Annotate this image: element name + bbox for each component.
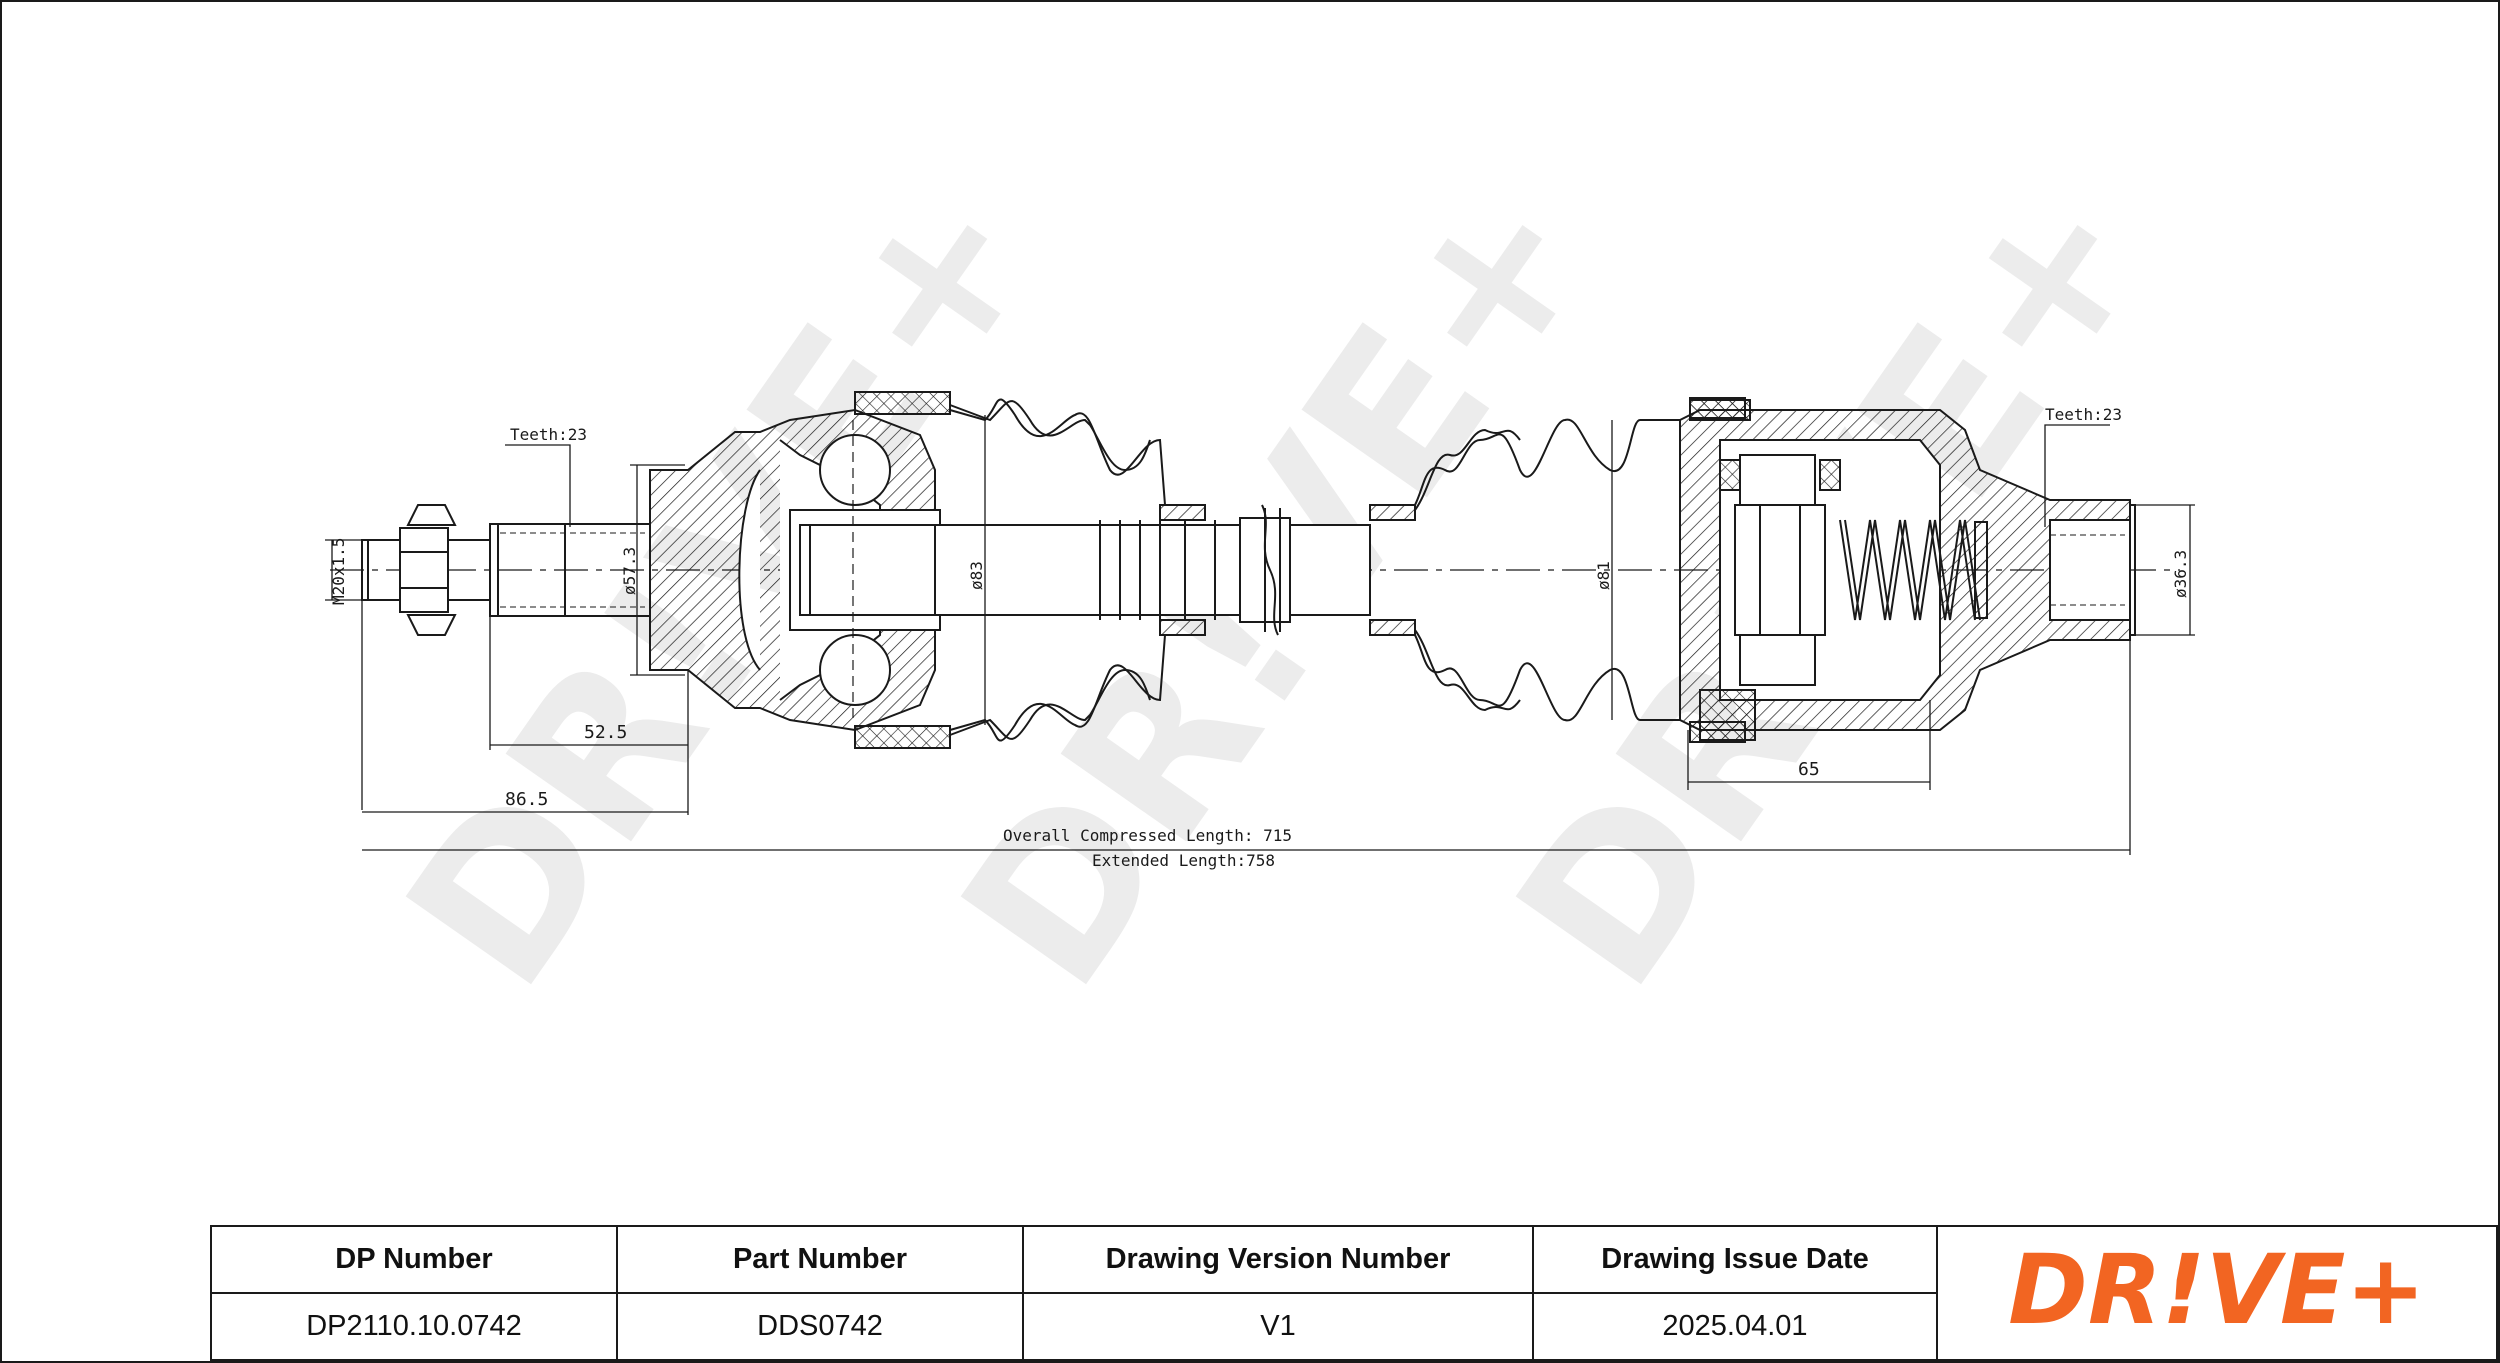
issue-date-value: 2025.04.01	[1662, 1310, 1808, 1342]
inner-clamp-top	[1689, 399, 1751, 421]
issue-date-column: Drawing Issue Date 2025.04.01	[1534, 1227, 1938, 1359]
drawing-version-column: Drawing Version Number V1	[1024, 1227, 1534, 1359]
spring	[1839, 519, 1976, 621]
inner-boot-top	[1369, 418, 1680, 520]
dia-57-label: ø57.3	[620, 547, 639, 595]
part-number-header: Part Number	[618, 1227, 1022, 1294]
overall-compressed-label: Overall Compressed Length: 715	[1003, 826, 1292, 845]
part-number-column: Part Number DDS0742	[618, 1227, 1024, 1359]
dimensions	[325, 415, 2195, 855]
axle-shaft	[934, 524, 1241, 616]
outer-boot-bottom	[949, 620, 1206, 742]
cv-ball-top	[819, 434, 891, 506]
logo-text: DR!VE+	[2008, 1243, 2426, 1343]
tripod-spider	[1734, 504, 1826, 636]
drawing-version-header: Drawing Version Number	[1024, 1227, 1532, 1294]
dp-number-column: DP Number DP2110.10.0742	[212, 1227, 618, 1359]
dimension-labels: Teeth:23 Teeth:23 M20x1.5 ø57.3 ø83 ø81 …	[329, 405, 2190, 870]
drive-logo-icon: DR!VE+	[2008, 1243, 2426, 1343]
teeth-label-right: Teeth:23	[2045, 405, 2122, 424]
dp-number-header: DP Number	[212, 1227, 616, 1294]
hex-nut	[399, 527, 449, 613]
thread-label: M20x1.5	[329, 538, 348, 605]
outer-clamp-top	[854, 391, 951, 415]
dia-83-label: ø83	[967, 561, 986, 590]
issue-date-header: Drawing Issue Date	[1534, 1227, 1936, 1294]
title-block: DP Number DP2110.10.0742 Part Number DDS…	[210, 1225, 2498, 1361]
dia-81-label: ø81	[1594, 561, 1613, 590]
extended-length-label: Extended Length:758	[1092, 851, 1275, 870]
shaft-break-mark	[1261, 504, 1279, 636]
outer-clamp-bottom	[854, 725, 951, 749]
teeth-label-left: Teeth:23	[510, 425, 587, 444]
cv-inner-race	[799, 524, 936, 616]
dim-65-label: 65	[1798, 759, 1820, 780]
dim-52-label: 52.5	[584, 722, 627, 743]
leader-teeth-left	[505, 444, 571, 527]
inner-boot-bottom	[1369, 620, 1680, 722]
dia-36-label: ø36.3	[2171, 550, 2190, 598]
part-number-value: DDS0742	[757, 1310, 883, 1342]
inner-clamp-bottom	[1699, 689, 1756, 741]
cv-ball-bottom	[819, 634, 891, 706]
outer-boot-top	[949, 398, 1206, 520]
dp-number-value: DP2110.10.0742	[306, 1310, 522, 1342]
drawing-version-value: V1	[1260, 1310, 1296, 1342]
brand-logo: DR!VE+	[1938, 1227, 2496, 1359]
leader-teeth-right	[2044, 424, 2110, 527]
splined-stub-right	[2049, 519, 2131, 621]
dim-86-label: 86.5	[505, 789, 548, 810]
shaft-drawing	[330, 391, 2180, 749]
